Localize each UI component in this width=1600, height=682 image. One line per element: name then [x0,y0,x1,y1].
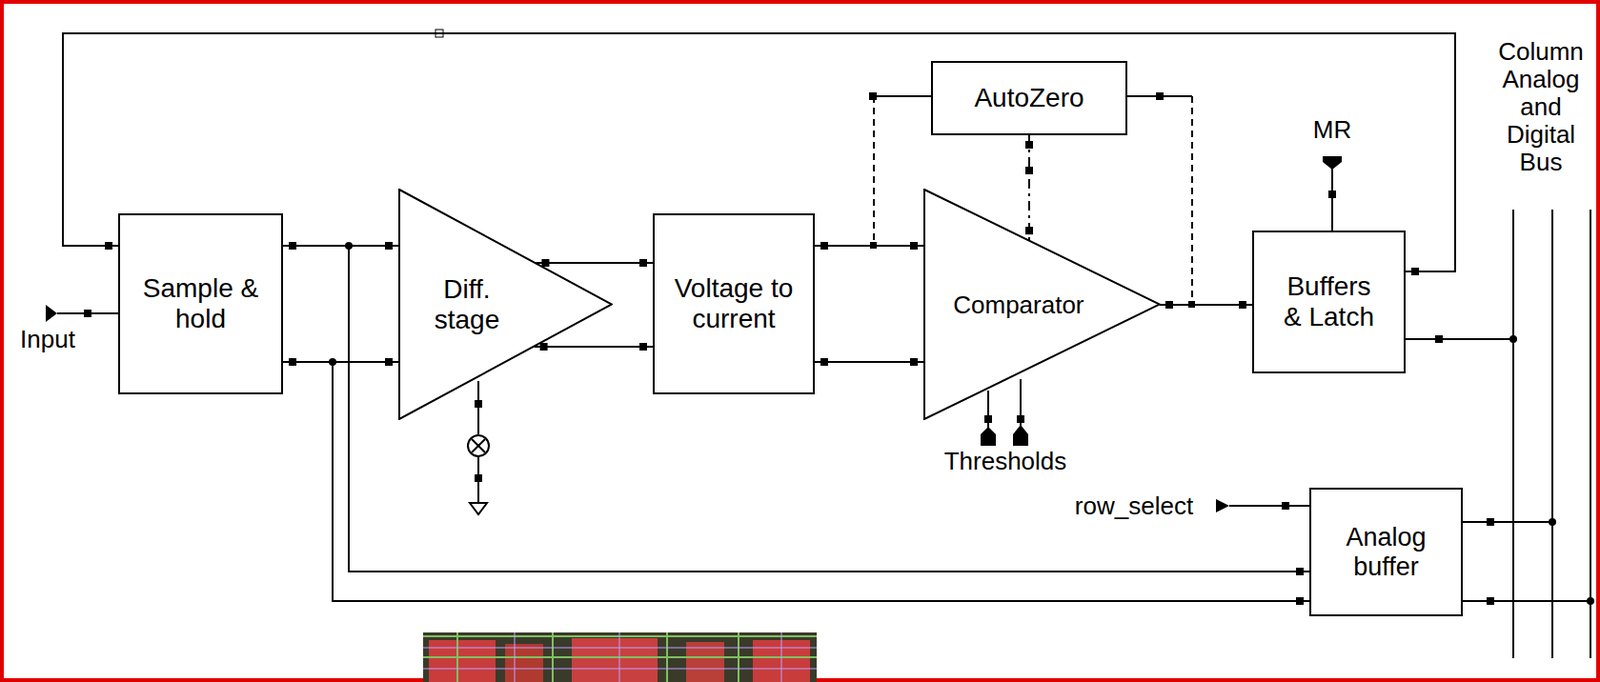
pin-square [104,242,113,250]
wire [535,262,653,264]
pin-square [1025,226,1033,235]
pin-square [288,358,297,366]
node-label: Voltage to current [662,273,806,335]
junction-dot [344,242,353,250]
pin-square [1025,141,1033,149]
v-to-i-box: Voltage to current [652,213,815,395]
pin-square [288,358,297,366]
pin-name: MR [1303,116,1361,144]
pin-square [541,259,549,267]
analog-buffer-box: Analog buffer [1309,487,1463,617]
diff-amp-triangle: Diff. stage [398,188,613,421]
pin-square [288,242,297,250]
pin-square [384,358,393,366]
pin-square [1411,267,1419,276]
wire [814,244,924,247]
pin-square [1296,567,1304,576]
pin-square [910,358,918,366]
wire [534,345,653,348]
node-label: AutoZero [938,82,1120,114]
pin-square [910,242,918,250]
pin-square [820,358,829,366]
autozero-box: AutoZero [931,60,1128,136]
pin-square [820,242,829,250]
comparator-triangle: Comparator [923,188,1161,421]
pin-square [540,343,548,351]
node-label: Buffers & Latch [1276,271,1382,333]
pin-square [384,242,393,250]
signal-name: Thresholds [943,447,1068,476]
layout-thumbnail [423,632,817,682]
pin-square [1238,301,1247,309]
signal-name: Input [9,325,86,354]
triangle-outline [398,188,613,421]
node-label: Sample & hold [129,273,273,335]
junction-dot [328,358,337,366]
node-label: Diff. stage [424,274,510,336]
wire [1159,303,1253,306]
signal-name: row_select [1053,492,1216,521]
bus-label: Column Analog and Digital Bus [1488,38,1594,177]
pin-square [288,242,297,250]
buffers-latch-box: Buffers & Latch [1252,230,1406,374]
pin-square [639,259,648,267]
node-label: Comparator [947,290,1091,320]
pin-square [1296,597,1304,606]
sample-hold-box: Sample & hold [118,213,284,395]
wire [814,361,924,364]
pin-square [1165,301,1174,309]
node-label: Analog buffer [1319,523,1454,583]
wire [1028,135,1031,241]
pin-square [639,343,648,351]
